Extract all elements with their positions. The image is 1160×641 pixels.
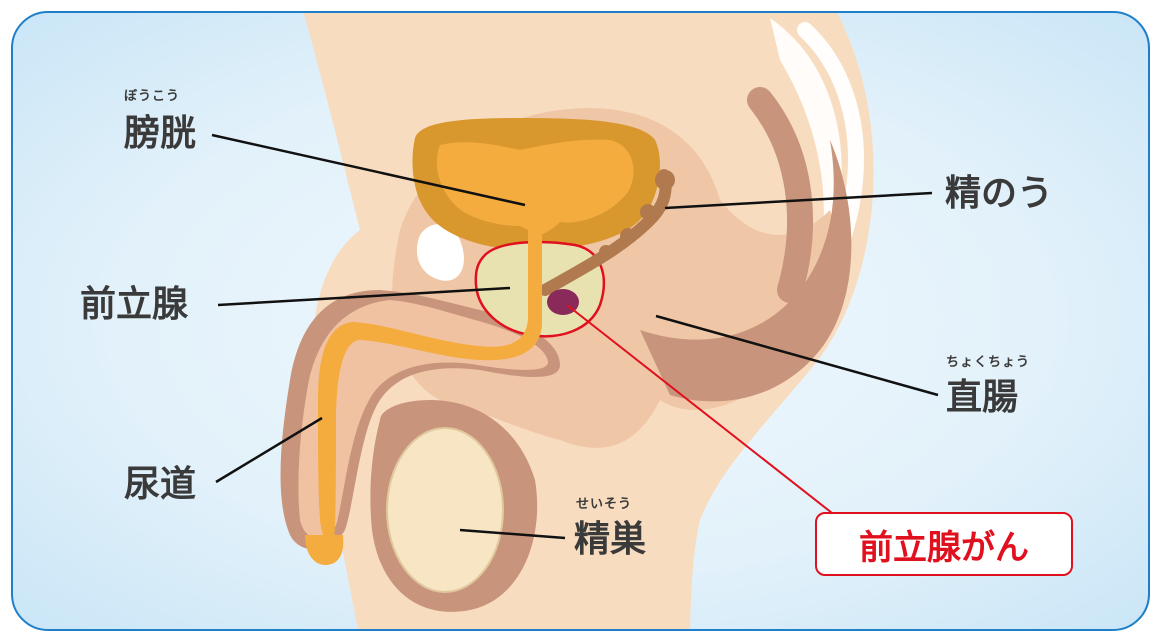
testis-reading: せいそう [576,498,632,511]
prostate-cancer-callout: 前立腺がん [815,512,1073,576]
testis-label: 精巣 [574,522,646,558]
bladder-reading: ぼうこう [124,90,180,103]
prostate-cancer-label: 前立腺がん [859,520,1029,569]
prostate-label: 前立腺 [80,287,188,323]
rectum-reading: ちょくちょう [946,356,1030,369]
rectum-label: 直腸 [946,380,1018,416]
urethra-label: 尿道 [124,467,196,503]
seminal-vesicle-label: 精のう [945,176,1053,212]
bladder-label: 膀胱 [124,116,196,152]
testis-shape [387,428,503,592]
